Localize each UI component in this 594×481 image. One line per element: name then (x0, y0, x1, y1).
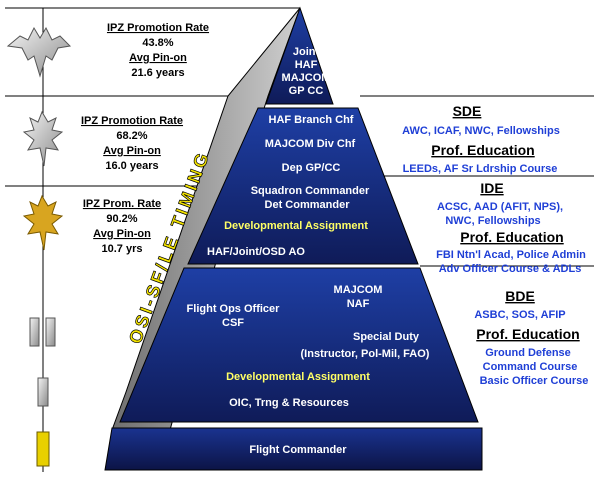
rank2-pin-label: Avg Pin-on (103, 145, 161, 157)
bde-prof-items-2: Basic Officer Course (480, 375, 589, 387)
tier2-line-0: HAF Branch Chf (269, 114, 354, 126)
ide-title: IDE (480, 180, 503, 196)
pyramid-tier-lower (119, 267, 479, 423)
tier1-line-0: Joint (293, 46, 320, 58)
tier3-special-1: (Instructor, Pol-Mil, FAO) (301, 348, 430, 360)
major-oak-leaf-icon (22, 194, 64, 251)
second-lieutenant-bar-icon (36, 431, 50, 467)
bde-title: BDE (505, 288, 535, 304)
rank1-rate-label: IPZ Promotion Rate (107, 22, 209, 34)
rank3-rate-label: IPZ Prom. Rate (83, 198, 161, 210)
captain-bars-icon (29, 317, 56, 347)
bde-prof-items-1: Command Course (483, 361, 578, 373)
rank1-rate-value: 43.8% (142, 37, 173, 49)
rank1-pin-label: Avg Pin-on (129, 52, 187, 64)
rank3-pin-value: 10.7 yrs (102, 243, 143, 255)
tier2-line-1: MAJCOM Div Chf (265, 138, 356, 150)
sde-items: AWC, ICAF, NWC, Fellowships (402, 125, 560, 137)
rank1-pin-value: 21.6 years (131, 67, 184, 79)
tier3-special-0: Special Duty (353, 331, 420, 343)
tier3-right-0: MAJCOM (334, 284, 383, 296)
tier2-line-2: Dep GP/CC (282, 162, 341, 174)
tier3-right-1: NAF (347, 298, 370, 310)
ide-prof-items-1: Adv Officer Course & ADLs (439, 263, 582, 275)
rank2-rate-label: IPZ Promotion Rate (81, 115, 183, 127)
colonel-eagle-insignia-icon (6, 26, 72, 78)
tier1-line-1: HAF (295, 59, 318, 71)
tier2-footer: HAF/Joint/OSD AO (207, 246, 305, 258)
base-label: Flight Commander (249, 444, 347, 456)
tier2-line-4: Det Commander (265, 199, 351, 211)
tier3-dev-assignment: Developmental Assignment (226, 371, 370, 383)
rank3-rate-value: 90.2% (106, 213, 137, 225)
ide-prof-items-0: FBI Ntn'l Acad, Police Admin (436, 249, 586, 261)
tier1-line-3: GP CC (289, 85, 324, 97)
bde-prof-items-0: Ground Defense (485, 347, 571, 359)
pyramid-tier-middle (187, 107, 419, 265)
tier2-line-3: Squadron Commander (251, 185, 370, 197)
tier2-dev-assignment: Developmental Assignment (224, 220, 368, 232)
bde-items: ASBC, SOS, AFIP (474, 309, 565, 321)
ide-items-0: ACSC, AAD (AFIT, NPS), (437, 201, 563, 213)
rank3-pin-label: Avg Pin-on (93, 228, 151, 240)
first-lieutenant-bar-icon (37, 377, 49, 407)
sde-title: SDE (453, 103, 482, 119)
sde-prof-items: LEEDs, AF Sr Ldrship Course (403, 163, 558, 175)
sde-prof-title: Prof. Education (431, 142, 534, 158)
tier3-footer: OIC, Trng & Resources (229, 397, 349, 409)
bde-prof-title: Prof. Education (476, 326, 579, 342)
tier1-line-2: MAJCOM (282, 72, 331, 84)
ide-items-1: NWC, Fellowships (445, 215, 540, 227)
rank2-pin-value: 16.0 years (105, 160, 158, 172)
pyramid-tier-base (104, 427, 483, 471)
lt-colonel-oak-leaf-icon (22, 110, 64, 167)
rank2-rate-value: 68.2% (116, 130, 147, 142)
pyramid-tier-top (265, 6, 334, 105)
tier3-left-1: CSF (222, 317, 244, 329)
tier3-left-0: Flight Ops Officer (187, 303, 281, 315)
ide-prof-title: Prof. Education (460, 229, 563, 245)
